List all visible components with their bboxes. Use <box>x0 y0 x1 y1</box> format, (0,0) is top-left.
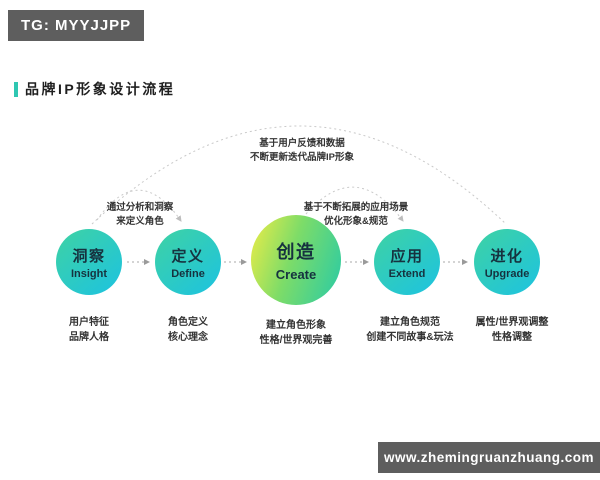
note-extend-line1: 建立角色规范 <box>379 317 440 328</box>
stage-define-en: Define <box>171 267 205 280</box>
website-watermark-text: www.zhemingruanzhuang.com <box>383 450 594 465</box>
note-create-line2: 性格/世界观完善 <box>259 335 333 346</box>
note-create: 建立角色形象 性格/世界观完善 <box>260 318 333 348</box>
stage-insight-en: Insight <box>70 267 108 280</box>
note-extend: 建立角色规范 创建不同故事&玩法 <box>366 315 453 345</box>
create-to-extend-label: 基于不断拓展的应用场景 优化形象&规范 <box>304 201 409 228</box>
stage-extend-en: Extend <box>388 267 426 280</box>
page-title: 品牌IP形象设计流程 <box>14 79 175 99</box>
telegram-badge-text: TG: MYYJJPP <box>21 17 132 34</box>
create-to-extend-label-line1: 基于不断拓展的应用场景 <box>303 202 409 213</box>
note-define-line2: 核心理念 <box>168 332 208 343</box>
insight-to-define-label-line1: 通过分析和洞察 <box>106 202 174 213</box>
note-insight-line1: 用户特征 <box>69 317 109 328</box>
stage-define-zh: 定义 <box>171 247 205 265</box>
note-upgrade: 属性/世界观调整 性格调整 <box>476 315 549 345</box>
note-extend-line2: 创建不同故事&玩法 <box>366 332 454 343</box>
create-to-extend-arc <box>305 186 404 222</box>
stage-create-en: Create <box>275 267 317 282</box>
stage-circle-define: 定义 Define <box>155 229 221 295</box>
note-upgrade-line1: 属性/世界观调整 <box>475 317 549 328</box>
feedback-loop-label: 基于用户反馈和数据 不断更新迭代品牌IP形象 <box>250 137 354 164</box>
stage-circle-insight: 洞察 Insight <box>56 229 122 295</box>
stage-upgrade-en: Upgrade <box>484 267 530 280</box>
note-define: 角色定义 核心理念 <box>168 315 208 345</box>
website-watermark: www.zhemingruanzhuang.com <box>378 442 600 473</box>
create-to-extend-label-line2: 优化形象&规范 <box>324 215 388 227</box>
feedback-loop-label-line1: 基于用户反馈和数据 <box>259 138 345 149</box>
stage-circle-extend: 应用 Extend <box>374 229 440 295</box>
stage-insight-zh: 洞察 <box>72 247 106 265</box>
stage-circle-create: 创造 Create <box>251 215 341 305</box>
note-create-line1: 建立角色形象 <box>266 320 326 331</box>
stage-create-zh: 创造 <box>276 242 316 262</box>
note-define-line1: 角色定义 <box>168 317 208 328</box>
insight-to-define-label: 通过分析和洞察 来定义角色 <box>107 201 174 228</box>
note-insight-line2: 品牌人格 <box>69 332 109 343</box>
stage-extend-zh: 应用 <box>390 247 424 265</box>
page-title-text: 品牌IP形象设计流程 <box>25 81 176 97</box>
stage-circle-upgrade: 进化 Upgrade <box>474 229 540 295</box>
feedback-loop-arc <box>91 125 507 225</box>
telegram-badge: TG: MYYJJPP <box>8 10 145 41</box>
insight-to-define-label-line2: 来定义角色 <box>116 215 164 227</box>
note-insight: 用户特征 品牌人格 <box>69 315 109 345</box>
title-accent-bar <box>14 81 18 97</box>
note-upgrade-line2: 性格调整 <box>492 332 532 343</box>
feedback-loop-label-line2: 不断更新迭代品牌IP形象 <box>250 151 354 163</box>
stage-upgrade-zh: 进化 <box>490 247 524 265</box>
